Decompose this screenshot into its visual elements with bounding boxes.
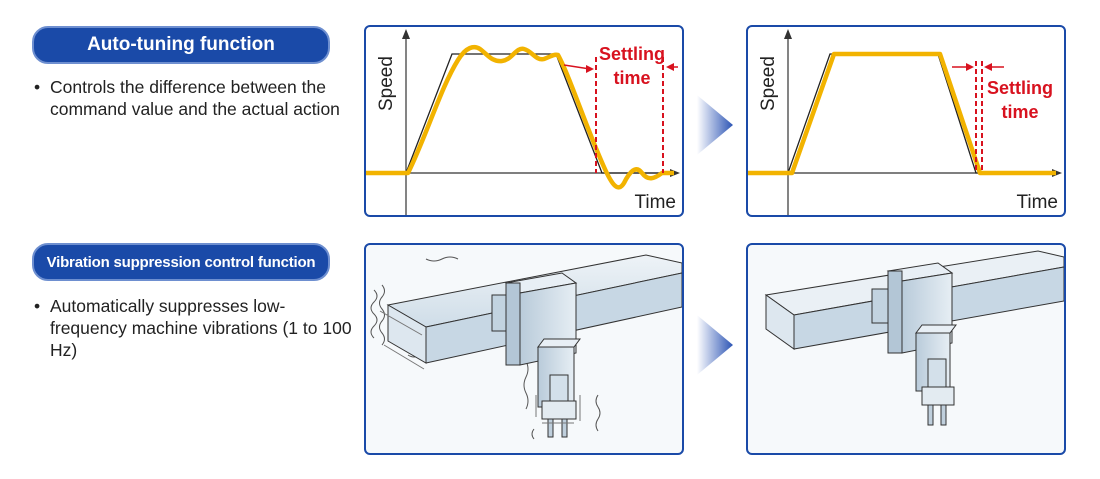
settling-label-1: Settling	[599, 44, 665, 64]
actual-response-curve	[748, 51, 1056, 176]
x-axis-label: Time	[1016, 192, 1058, 213]
machine-stable-illustration	[746, 243, 1066, 455]
y-axis-label: Speed	[758, 56, 779, 111]
vibration-line	[370, 289, 378, 339]
vibration-suppression-title: Vibration suppression control function	[32, 243, 330, 281]
vibration-line	[425, 256, 459, 262]
y-axis-label: Speed	[376, 56, 397, 111]
vibration-suppression-description: Automatically suppresses low-frequency m…	[34, 295, 354, 361]
vibration-line	[379, 284, 385, 346]
settling-label-1: Settling	[987, 78, 1053, 98]
settling-label-2: time	[1001, 102, 1038, 122]
x-axis-label: Time	[634, 192, 676, 213]
settling-label-2: time	[613, 68, 650, 88]
vibration-line	[595, 394, 601, 432]
tool-head	[541, 400, 577, 420]
auto-tuning-title-text: Auto-tuning function	[87, 34, 275, 55]
speed-graph-after: Settling time Speed Time	[746, 25, 1066, 217]
y-axis-arrow	[402, 29, 410, 39]
transition-arrow-bottom	[693, 315, 737, 380]
settling-arrow-left	[563, 64, 591, 70]
transition-arrow-top	[693, 95, 737, 160]
vibration-suppression-title-text: Vibration suppression control function	[46, 253, 316, 271]
auto-tuning-description: Controls the difference between the comm…	[34, 76, 354, 120]
y-axis-arrow	[784, 29, 792, 39]
auto-tuning-title: Auto-tuning function	[32, 26, 330, 64]
actual-response-curve	[366, 44, 674, 190]
machine-vibrating-illustration	[364, 243, 684, 455]
speed-graph-before: Settling time Speed Time	[364, 25, 684, 217]
tool-head	[921, 386, 955, 406]
